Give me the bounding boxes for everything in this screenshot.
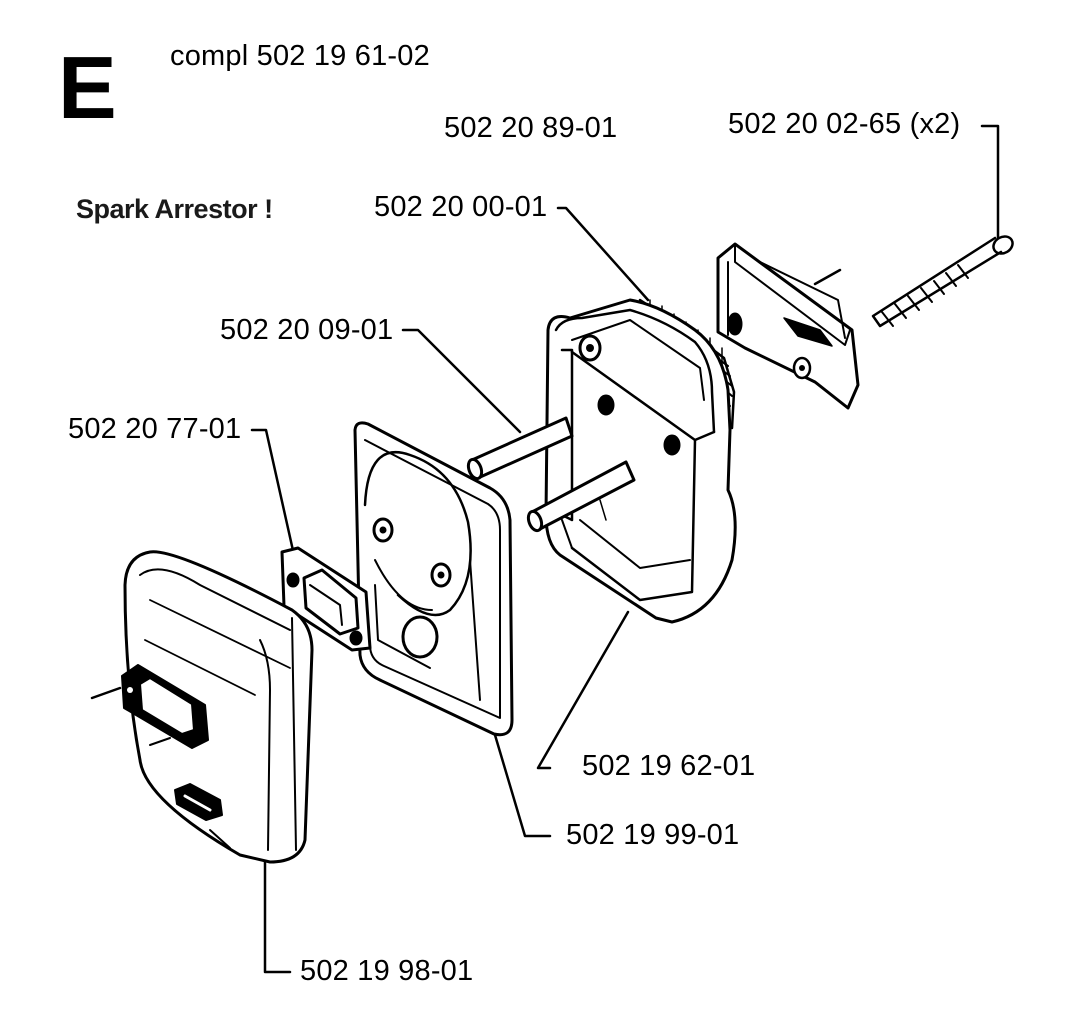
leader-p2009 [401, 328, 522, 434]
gasket-part [280, 546, 372, 652]
part-label-502-19-62-01: 502 19 62-01 [582, 750, 756, 782]
spark-arrestor-note: Spark Arrestor ! [76, 194, 273, 224]
part-label-502-20-09-01: 502 20 09-01 [220, 314, 394, 346]
leader-p2000 [556, 206, 650, 302]
section-letter: E [58, 38, 117, 137]
part-label-502-20-02-65: 502 20 02-65 (x2) [728, 108, 961, 140]
leader-p1962 [536, 610, 630, 770]
spacer-tubes-part [466, 416, 636, 533]
assembly-label: compl 502 19 61-02 [170, 40, 430, 72]
part-label-502-20-00-01: 502 20 00-01 [374, 191, 548, 223]
part-label-502-20-77-01: 502 20 77-01 [68, 413, 242, 445]
part-label-502-20-89-01: 502 20 89-01 [444, 112, 618, 144]
leader-p2077 [250, 428, 296, 557]
rear-housing-part [544, 298, 737, 624]
part-label-502-19-98-01: 502 19 98-01 [300, 955, 474, 987]
leader-lines [250, 124, 1000, 974]
plate-part [353, 421, 514, 737]
leader-p2002 [980, 124, 1000, 242]
leader-p1999 [493, 733, 552, 838]
bolt-part [871, 235, 1014, 328]
deflector-part [716, 242, 860, 410]
part-label-502-19-99-01: 502 19 99-01 [566, 819, 740, 851]
front-cover-part [90, 550, 314, 864]
leader-p1998 [263, 860, 292, 974]
